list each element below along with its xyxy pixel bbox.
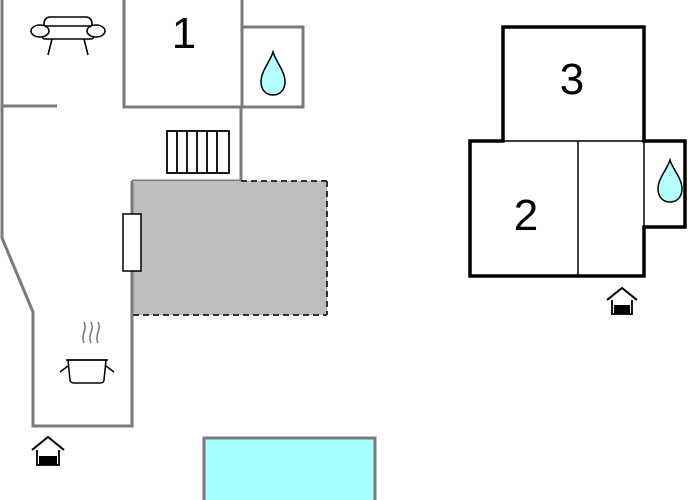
terrace-door: [122, 213, 142, 272]
room-1-number: 1: [172, 9, 196, 58]
terrace: [122, 180, 328, 316]
annex-entrance-icon: [606, 286, 638, 315]
annex-building: [468, 25, 687, 278]
stairs-icon: [166, 130, 230, 174]
cooking-pot-icon: [59, 321, 115, 384]
annex-bathroom-drop-icon: [657, 157, 683, 203]
room-3-number: 3: [560, 55, 584, 104]
bathroom-drop-icon: [260, 49, 286, 96]
pool: [202, 436, 377, 500]
sofa-icon: [30, 16, 106, 56]
room-1-walls: [122, 0, 244, 109]
terrace-area: [133, 181, 327, 315]
entrance-icon: [31, 435, 65, 466]
bathroom-1-walls: [242, 25, 305, 109]
room-2-number: 2: [514, 191, 538, 240]
main-house-outer-wall: [0, 0, 134, 428]
